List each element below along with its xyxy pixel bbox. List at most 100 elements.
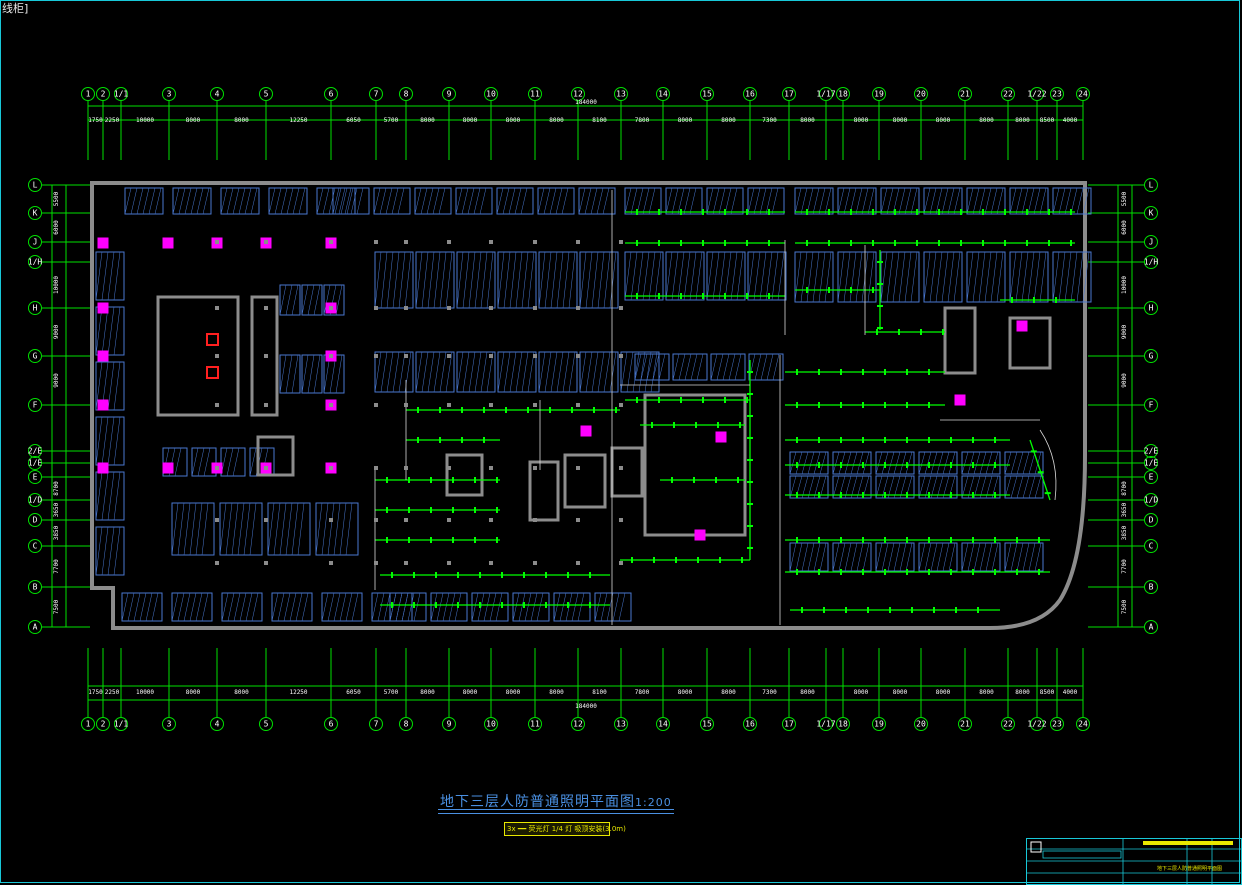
parking-bay	[220, 447, 246, 477]
dimension-text: 5700	[384, 689, 399, 696]
parking-bay	[191, 447, 217, 477]
parking-bay	[267, 502, 311, 556]
parking-bay	[923, 187, 963, 215]
dimension-text: 8000	[936, 117, 951, 124]
structural-column	[404, 466, 408, 470]
axis-bubble	[28, 620, 42, 634]
axis-label-col: 2	[101, 90, 106, 99]
structural-column	[374, 561, 378, 565]
axis-bubble	[819, 87, 833, 101]
corner-label: 线柜]	[2, 2, 29, 15]
axis-label-row: B	[1149, 583, 1154, 592]
dimension-text: 10000	[136, 689, 154, 696]
structural-column	[404, 306, 408, 310]
structural-column	[447, 561, 451, 565]
dimension-text: 3650	[1121, 502, 1128, 517]
axis-label-col: 1/1	[114, 720, 129, 729]
structural-column	[576, 466, 580, 470]
axis-bubble	[28, 493, 42, 507]
dimension-text: 8000	[1015, 689, 1030, 696]
axis-label-row: C	[33, 542, 38, 551]
parking-bay	[415, 251, 455, 309]
dimension-text: 10000	[53, 276, 60, 294]
dimension-text: 7500	[1121, 599, 1128, 614]
axis-label-col: 15	[702, 90, 712, 99]
parking-bay	[875, 451, 915, 475]
axis-label-col: 18	[838, 720, 848, 729]
structural-column	[576, 240, 580, 244]
axis-label-row: H	[1149, 304, 1154, 313]
parking-bay	[497, 351, 537, 393]
parking-bay	[832, 475, 872, 499]
service-core	[643, 393, 747, 537]
axis-bubble	[1144, 539, 1158, 553]
equipment-marker	[97, 237, 109, 249]
structural-column	[489, 240, 493, 244]
parking-bay	[220, 187, 260, 215]
dimension-text: 2250	[105, 117, 120, 124]
structural-column	[215, 518, 219, 522]
axis-bubble	[28, 206, 42, 220]
dimension-text: 7500	[53, 599, 60, 614]
equipment-marker	[97, 399, 109, 411]
dimension-text: 8500	[1040, 689, 1055, 696]
axis-label-row: E	[1149, 473, 1154, 482]
axis-label-col: 4	[215, 720, 220, 729]
dimension-text: 8100	[592, 689, 607, 696]
axis-bubble	[1030, 87, 1044, 101]
axis-bubble	[324, 87, 338, 101]
building-outline	[90, 181, 1087, 630]
axis-bubble	[656, 717, 670, 731]
structural-column	[374, 306, 378, 310]
axis-bubble	[28, 349, 42, 363]
parking-bay	[624, 251, 664, 301]
axis-label-col: 19	[874, 720, 884, 729]
dimension-text: 5500	[53, 191, 60, 206]
axis-bubble	[1144, 255, 1158, 269]
parking-bay	[279, 354, 301, 394]
axis-bubble	[484, 87, 498, 101]
parking-bay	[832, 451, 872, 475]
axis-label-row: 1/D	[28, 496, 43, 505]
structural-column	[489, 561, 493, 565]
axis-bubble	[1144, 620, 1158, 634]
axis-label-row: J	[33, 238, 38, 247]
axis-label-col: 20	[916, 720, 926, 729]
fire-equipment-marker	[206, 366, 219, 379]
dimension-text: 12250	[289, 117, 307, 124]
equipment-marker	[97, 302, 109, 314]
structural-column	[447, 466, 451, 470]
plan-title-text: 地下三层人防普通照明平面图	[440, 794, 635, 810]
axis-bubble	[872, 717, 886, 731]
dimension-text: 5500	[1121, 191, 1128, 206]
dimension-text: 8000	[186, 117, 201, 124]
axis-bubble	[700, 87, 714, 101]
axis-label-col: 19	[874, 90, 884, 99]
company-name-box	[1042, 850, 1122, 859]
parking-bay	[665, 251, 705, 301]
parking-bay	[578, 187, 616, 215]
axis-label-row: 1/D	[1144, 496, 1159, 505]
parking-bay	[789, 542, 829, 572]
plan-title: 地下三层人防普通照明平面图1:200	[440, 791, 672, 811]
axis-bubble	[324, 717, 338, 731]
dimension-text: 7800	[635, 689, 650, 696]
parking-bay	[271, 592, 313, 622]
equipment-marker	[694, 529, 706, 541]
equipment-marker	[97, 462, 109, 474]
structural-column	[329, 403, 333, 407]
title-block-grid: 地下三层人防普通照明平面图	[1027, 839, 1241, 884]
axis-bubble	[28, 255, 42, 269]
structural-column	[619, 561, 623, 565]
axis-bubble	[1050, 717, 1064, 731]
structural-column	[264, 518, 268, 522]
axis-label-row: 1/H	[1144, 258, 1159, 267]
axis-label-col: 17	[784, 90, 794, 99]
structural-column	[374, 403, 378, 407]
structural-column	[447, 403, 451, 407]
total-dimension-text: 184000	[575, 99, 597, 106]
structural-column	[489, 306, 493, 310]
structural-column	[404, 354, 408, 358]
dimension-text: 10000	[136, 117, 154, 124]
